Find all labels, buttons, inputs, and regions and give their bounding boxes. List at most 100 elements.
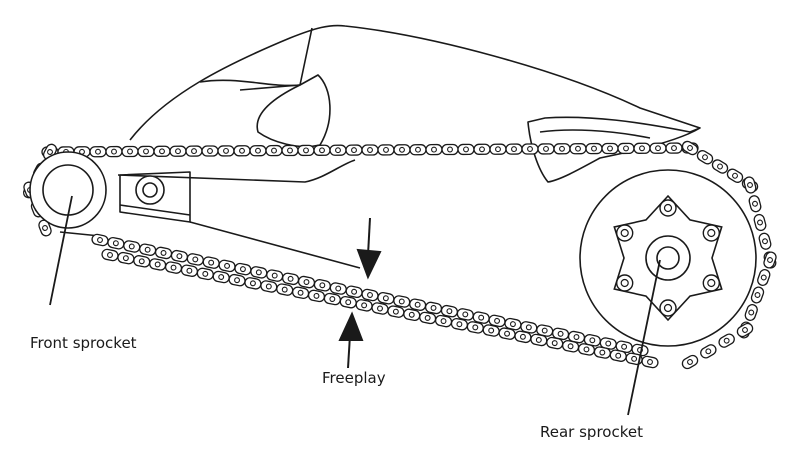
- freeplay-top-arrowhead: [356, 248, 382, 280]
- chain-pin: [431, 146, 437, 153]
- upper-link: [249, 145, 267, 157]
- lower-slack-link: [164, 261, 183, 274]
- lower-link: [329, 282, 347, 295]
- rear-bolt-hole: [620, 228, 629, 238]
- lower-link: [218, 259, 236, 273]
- rear-curve-link: [696, 150, 714, 165]
- frame-inner-line: [239, 84, 301, 91]
- chain-pin: [463, 146, 469, 153]
- chain-pin: [757, 219, 763, 226]
- chain-pin: [495, 146, 501, 153]
- upper-link: [457, 143, 475, 156]
- pivot-bolt: [135, 175, 165, 205]
- chain-pin: [249, 280, 256, 287]
- lower-link: [170, 249, 189, 263]
- chain-pin: [176, 253, 183, 260]
- upper-link: [105, 145, 123, 158]
- upper-link: [185, 145, 203, 157]
- chain-pin: [281, 286, 288, 293]
- chain-pin: [414, 301, 421, 308]
- chain-pin: [97, 237, 103, 243]
- chain-pin: [239, 266, 246, 273]
- chain-pin: [488, 327, 495, 334]
- rear-curve-link: [681, 140, 699, 156]
- rear-curve-link: [718, 333, 735, 348]
- chain-pin: [504, 330, 511, 337]
- upper-link: [153, 145, 171, 157]
- chain-pin: [440, 318, 447, 325]
- rear-sprocket-axle: [656, 246, 680, 270]
- lower-link: [250, 266, 268, 279]
- lower-slack-link: [403, 308, 421, 322]
- front-sprocket-pointer: [49, 195, 73, 306]
- chain-pin: [478, 314, 485, 321]
- chain-pin: [717, 163, 723, 170]
- rear-sprocket-pointer: [627, 259, 661, 416]
- chain-pin: [575, 145, 581, 152]
- lower-slack-link: [530, 333, 548, 347]
- lower-link: [345, 285, 363, 299]
- chain-pin: [159, 148, 165, 155]
- chain-pin: [192, 256, 199, 263]
- chain-pin: [160, 249, 167, 256]
- chain-pin: [287, 275, 294, 282]
- chain-pin: [754, 292, 761, 298]
- chain-pin: [95, 148, 101, 155]
- lower-link: [551, 327, 570, 341]
- chain-pin: [732, 172, 738, 179]
- chain-lower-run-slack: [101, 248, 659, 369]
- chain-pin: [511, 146, 517, 153]
- chain-pin: [702, 154, 708, 161]
- upper-link: [441, 143, 459, 156]
- chain-pin: [224, 262, 231, 269]
- rear-curve-link: [743, 176, 757, 194]
- upper-link: [601, 142, 619, 155]
- pointer-lines: [49, 195, 661, 416]
- chain-pin: [191, 148, 197, 155]
- rear-curve-link: [758, 232, 772, 250]
- upper-link: [633, 142, 651, 154]
- lower-slack-link: [133, 255, 151, 268]
- chain-lower-run: [91, 233, 649, 357]
- chain-pin: [335, 147, 341, 154]
- lower-link: [123, 240, 141, 253]
- lower-link: [281, 272, 300, 286]
- swingarm-upper-edge: [117, 159, 356, 183]
- lower-link: [139, 243, 157, 256]
- chain-pin: [303, 279, 310, 286]
- freeplay-label: Freeplay: [322, 369, 386, 387]
- chain-pin: [361, 302, 368, 309]
- upper-link: [537, 143, 555, 155]
- rear-curve-link: [681, 354, 699, 370]
- chain-pin: [559, 145, 565, 152]
- upper-link: [489, 143, 507, 155]
- chain-pin: [591, 145, 597, 152]
- chain-pin: [351, 147, 357, 154]
- chain-pin: [472, 324, 479, 331]
- upper-link: [265, 144, 283, 157]
- chain-pin: [509, 321, 516, 328]
- chain-pin: [408, 311, 415, 318]
- chain-pin: [319, 147, 325, 154]
- freeplay-bottom-arrowhead: [338, 311, 364, 341]
- chain-pin: [748, 309, 755, 316]
- lower-link: [202, 256, 220, 269]
- chain-pin: [631, 355, 638, 362]
- chain-pin: [351, 288, 358, 295]
- rear-bracket-inner: [539, 129, 651, 139]
- chain-pin: [207, 148, 213, 154]
- upper-link: [313, 144, 331, 156]
- chain-pin: [208, 259, 215, 266]
- lower-link: [599, 337, 617, 350]
- chain-pin: [747, 182, 753, 188]
- chain-pin: [752, 200, 758, 207]
- chain-pin: [271, 147, 277, 154]
- chain-pin: [255, 147, 261, 154]
- upper-link: [617, 142, 635, 155]
- lower-link: [107, 236, 125, 250]
- chain-pin: [265, 283, 272, 290]
- chain-pin: [456, 321, 463, 328]
- chain-pin: [303, 147, 309, 154]
- upper-link: [201, 145, 219, 157]
